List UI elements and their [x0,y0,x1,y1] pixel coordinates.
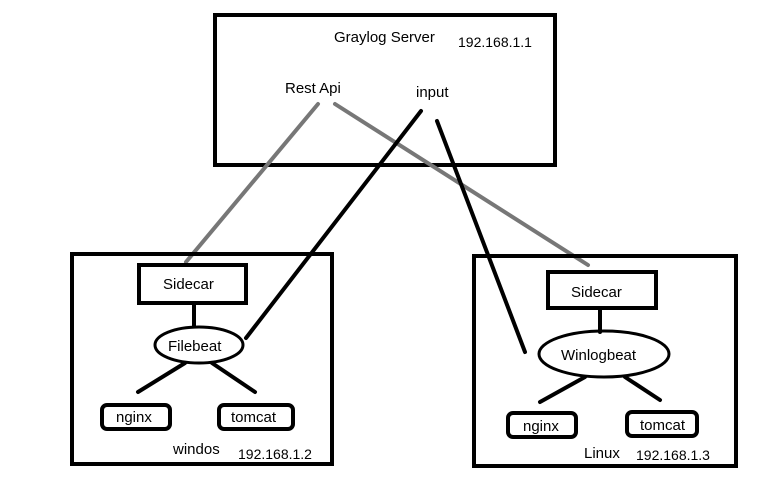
graylog-server-box [213,13,557,167]
linux-tomcat-label: tomcat [640,417,686,434]
input-to-winlogbeat-link [435,119,527,354]
windows-nginx-label: nginx [116,409,152,426]
linux-host-ip: 192.168.1.3 [636,447,710,463]
filebeat-label: Filebeat [168,338,222,355]
linux-host-node: Sidecar Winlogbeat nginx tomcat Linux 19… [472,254,738,468]
winlogbeat-to-nginx-link [538,375,587,404]
windows-tomcat-node [217,403,295,431]
linux-nginx-label: nginx [523,418,559,435]
rest-api-to-windows-sidecar-link [184,102,320,264]
linux-tomcat-node [625,410,699,438]
linux-host-box [472,254,738,468]
linux-sidecar-label: Sidecar [571,284,622,301]
filebeat-to-tomcat-link [210,361,257,394]
windows-host-node: Sidecar Filebeat nginx tomcat windos 192… [70,252,334,466]
winlogbeat-to-tomcat-link [623,375,662,402]
windows-sidecar-label: Sidecar [163,276,214,293]
linux-os-label: Linux [584,445,620,462]
windows-os-label: windos [172,441,220,458]
winlogbeat-label: Winlogbeat [561,347,637,364]
linux-nginx-node [506,411,578,439]
input-label: input [416,84,449,101]
input-to-filebeat-link [244,109,423,340]
windows-tomcat-label: tomcat [231,409,277,426]
graylog-server-ip: 192.168.1.1 [458,34,532,50]
windows-host-ip: 192.168.1.2 [238,446,312,462]
filebeat-node [153,325,245,365]
graylog-server-title: Graylog Server [334,29,435,46]
windows-nginx-node [100,403,172,431]
graylog-server-node: Graylog Server 192.168.1.1 Rest Api inpu… [213,13,557,167]
winlogbeat-node [537,329,671,379]
rest-api-label: Rest Api [285,80,341,97]
filebeat-to-nginx-link [136,361,187,394]
windows-host-box [70,252,334,466]
